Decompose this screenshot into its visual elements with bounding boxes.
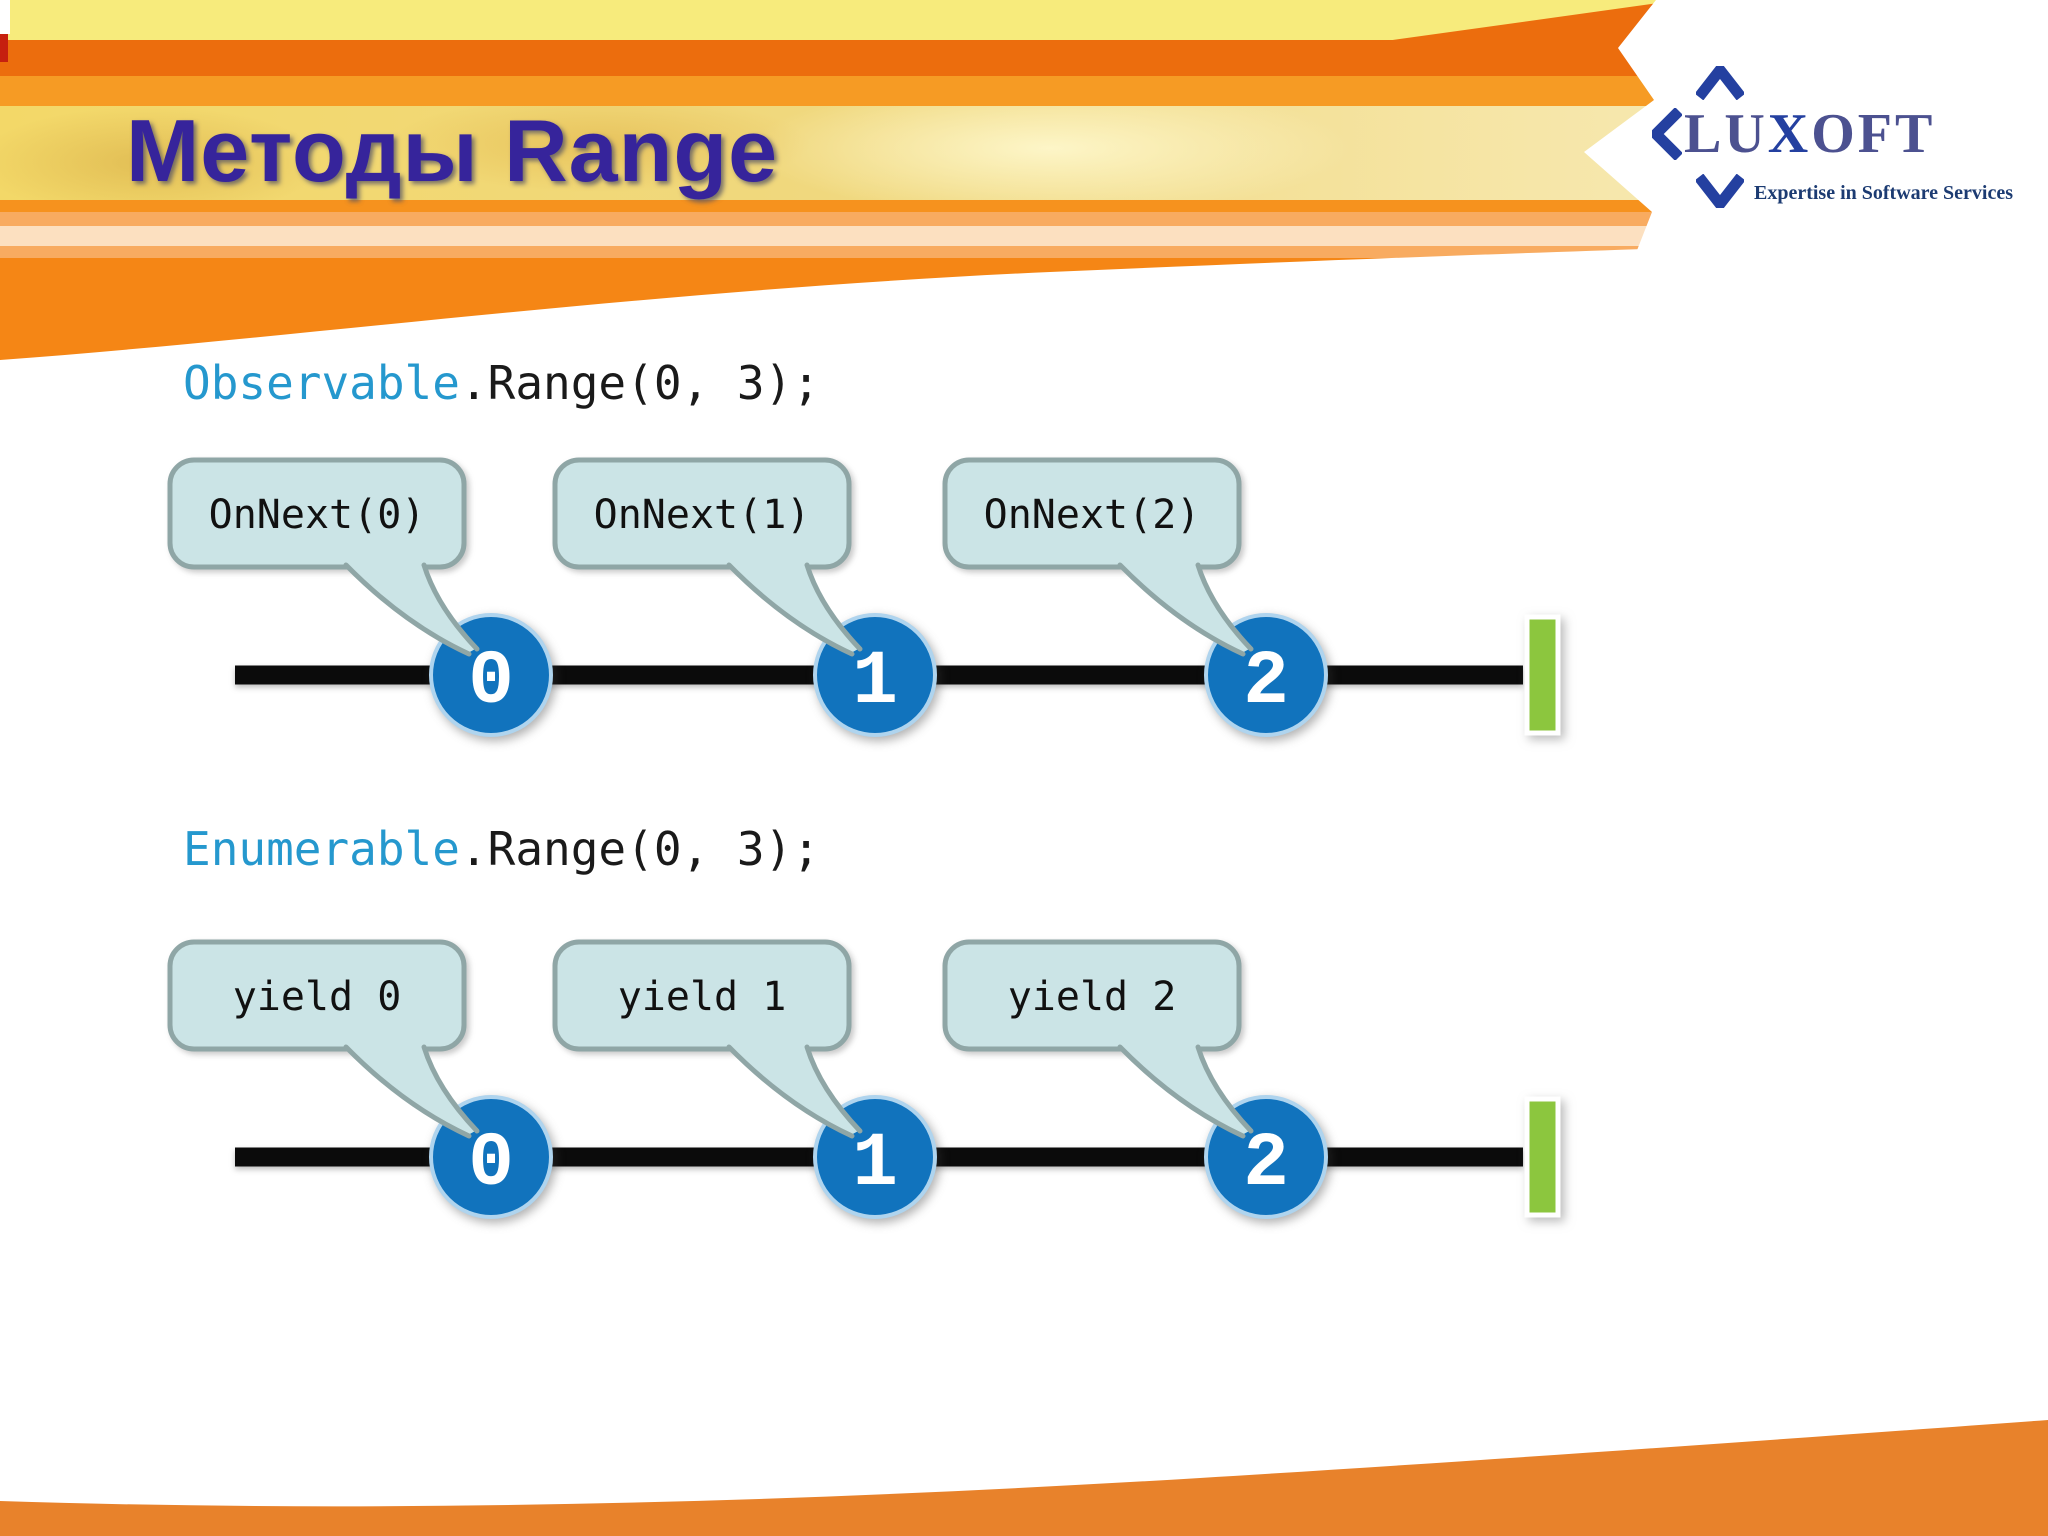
callout-tail xyxy=(729,564,860,653)
code-call: .Range(0, 3); xyxy=(459,356,820,410)
callout-tail-edge xyxy=(1195,562,1254,652)
callout-tail-edge xyxy=(343,1044,472,1139)
header-band-orange-stripe xyxy=(0,200,2048,212)
callout-bubble xyxy=(552,457,852,570)
marble-value: 2 xyxy=(1243,639,1289,725)
logo-text-lu: LU xyxy=(1684,103,1768,165)
luxoft-logo: LUXOFT Expertise in Software Services xyxy=(1652,66,2048,216)
chevron-down-icon xyxy=(1696,174,1744,208)
header-band-pale xyxy=(0,226,2048,246)
marble-value: 0 xyxy=(468,1121,514,1207)
stream-end-bar xyxy=(1524,614,1561,736)
callout-label: OnNext(2) xyxy=(984,492,1201,538)
callout-bubble xyxy=(167,939,467,1052)
marble-value: 1 xyxy=(852,1121,898,1207)
page-title: Методы Range xyxy=(126,101,779,200)
header-corner-white xyxy=(0,0,10,34)
logo-wordmark: LUXOFT xyxy=(1684,102,1935,166)
enumerable-marble-diagram: 0 1 2 yield 0 yield 1 yield 2 xyxy=(167,939,1561,1219)
callout-bubble xyxy=(552,939,852,1052)
marble-value: 0 xyxy=(468,639,514,725)
header-corner-red xyxy=(0,34,8,62)
callout-tail-edge xyxy=(421,562,480,652)
logo-tagline: Expertise in Software Services xyxy=(1754,182,2014,204)
stream-end-bar xyxy=(1524,1096,1561,1218)
callout-tail-edge xyxy=(804,1044,863,1134)
callout-bubble xyxy=(167,457,467,570)
logo-brand-row: LUXOFT xyxy=(1652,102,1935,166)
callout-tail-edge xyxy=(726,562,855,657)
callout-tail xyxy=(1120,1046,1251,1135)
code-type-name: Enumerable xyxy=(183,822,460,876)
callout-label: yield 1 xyxy=(618,974,787,1020)
callout-tail-edge xyxy=(1195,1044,1254,1134)
code-call: .Range(0, 3); xyxy=(459,822,820,876)
logo-background-shape xyxy=(1584,0,2048,308)
header-bottom-curve xyxy=(0,236,2048,420)
callout-bubble xyxy=(942,457,1242,570)
callout-label: yield 0 xyxy=(233,974,402,1020)
callout-tail xyxy=(729,1046,860,1135)
callout-tail-edge xyxy=(421,1044,480,1134)
marble-value: 2 xyxy=(1243,1121,1289,1207)
callout-tail xyxy=(1120,564,1251,653)
code-line-observable: Observable.Range(0, 3); xyxy=(183,356,820,411)
chevron-up-icon xyxy=(1696,66,1744,100)
callout-label: OnNext(1) xyxy=(594,492,811,538)
callout-tail xyxy=(346,564,477,653)
callout-tail-edge xyxy=(726,1044,855,1139)
callout-label: yield 2 xyxy=(1008,974,1177,1020)
header-band-light-orange xyxy=(0,212,2048,226)
marble-value: 1 xyxy=(852,639,898,725)
footer-orange-band xyxy=(0,1420,2048,1536)
callout-tail xyxy=(346,1046,477,1135)
callout-bubble xyxy=(942,939,1242,1052)
observable-marble-diagram: 0 1 2 OnNext(0) OnNext(1) OnNext(2) xyxy=(167,457,1561,737)
logo-text-oft: OFT xyxy=(1811,103,1936,165)
callout-tail-edge xyxy=(343,562,472,657)
code-type-name: Observable xyxy=(183,356,460,410)
callout-label: OnNext(0) xyxy=(209,492,426,538)
callout-tail-edge xyxy=(1117,1044,1246,1139)
callout-tail-edge xyxy=(1117,562,1246,657)
callout-tail-edge xyxy=(804,562,863,652)
code-line-enumerable: Enumerable.Range(0, 3); xyxy=(183,822,820,877)
chevron-left-icon xyxy=(1652,108,1682,160)
logo-text-x: X xyxy=(1767,103,1812,165)
